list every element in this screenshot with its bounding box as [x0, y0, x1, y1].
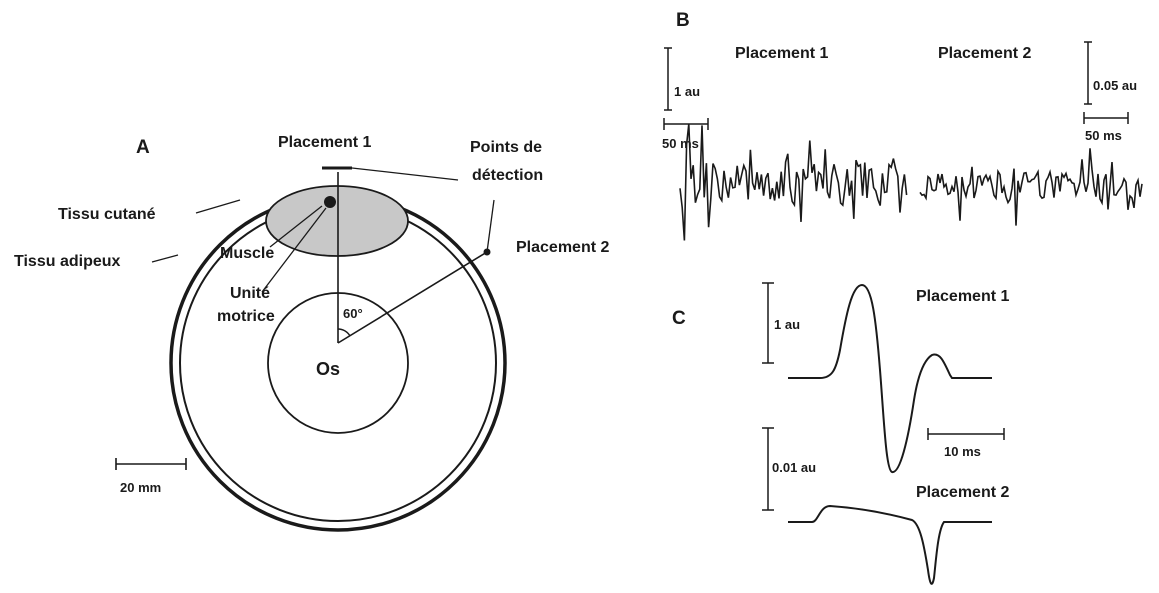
b-amp-label-2: 0.05 au — [1093, 78, 1137, 93]
panel-c-label: C — [672, 308, 686, 329]
points-detection-label-2: détection — [472, 167, 543, 184]
b-time-label-1: 50 ms — [662, 136, 699, 151]
angle-label: 60° — [343, 306, 363, 321]
b-time-scale-1 — [663, 118, 709, 130]
muscle-label: Muscle — [220, 245, 274, 262]
scale-label-20mm: 20 mm — [120, 480, 161, 495]
c-amp-scale-1 — [762, 282, 774, 364]
b-time-label-2: 50 ms — [1085, 128, 1122, 143]
c-time-label: 10 ms — [944, 444, 981, 459]
b-amp-label-1: 1 au — [674, 84, 700, 99]
angle-arc — [337, 328, 351, 337]
c-muap-placement1 — [788, 283, 992, 473]
b-amp-scale-1 — [664, 47, 672, 111]
points-detection-label-1: Points de — [470, 139, 542, 156]
placement2-line — [337, 251, 488, 344]
leader-unite-motrice — [261, 207, 327, 293]
c-amp-label-2: 0.01 au — [772, 460, 816, 475]
b-emg-trace-placement1 — [679, 123, 908, 241]
unite-label-1: Unité — [230, 285, 270, 302]
leader-muscle — [269, 205, 323, 248]
leader-tissu-adipeux — [151, 254, 179, 263]
c-amp-scale-2 — [762, 427, 774, 511]
c-time-scale — [927, 428, 1005, 440]
bone-label: Os — [316, 359, 340, 379]
b-time-scale-2 — [1083, 112, 1129, 124]
tissu-cutane-label: Tissu cutané — [58, 206, 156, 223]
motor-unit-dot — [324, 196, 336, 208]
a-placement1-label: Placement 1 — [278, 134, 371, 151]
panel-a-label: A — [136, 137, 150, 158]
scale-bar-20mm — [115, 458, 187, 470]
c-placement1-label: Placement 1 — [916, 288, 1009, 305]
muscle-ellipse — [265, 185, 409, 257]
c-muap-placement2 — [788, 504, 992, 585]
b-placement1-label: Placement 1 — [735, 45, 828, 62]
unite-label-2: motrice — [217, 308, 275, 325]
a-placement2-label: Placement 2 — [516, 239, 609, 256]
leader-tissu-cutane — [195, 199, 241, 214]
tissu-adipeux-label: Tissu adipeux — [14, 253, 121, 270]
c-placement2-label: Placement 2 — [916, 484, 1009, 501]
b-emg-trace-placement2 — [919, 148, 1143, 226]
leader-points-2 — [486, 199, 495, 253]
c-amp-label-1: 1 au — [774, 317, 800, 332]
b-amp-scale-2 — [1084, 41, 1092, 105]
leader-points-1 — [351, 167, 459, 181]
panel-b-label: B — [676, 10, 690, 31]
b-placement2-label: Placement 2 — [938, 45, 1031, 62]
